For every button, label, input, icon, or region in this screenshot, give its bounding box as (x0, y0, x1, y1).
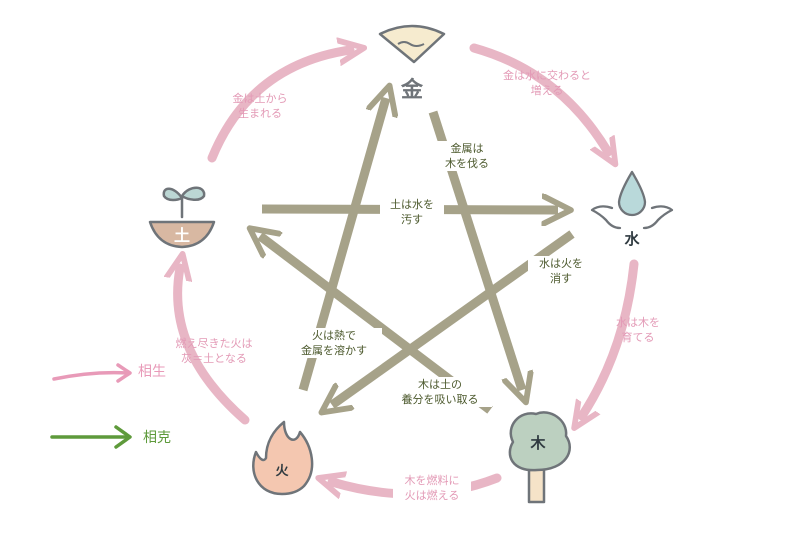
arrow-fire-to-earth (178, 268, 250, 425)
element-label-wood: 木 (530, 434, 546, 452)
label-metal-to-wood: 金属は 木を伐る (434, 141, 500, 171)
legend-arrow-overcoming (50, 425, 132, 449)
legend-label-overcoming: 相克 (143, 430, 171, 446)
label-metal-to-water: 金は水に交わると 増える (503, 69, 591, 97)
element-label-fire: 火 (275, 464, 289, 479)
element-label-water: 水 (624, 230, 640, 248)
arrow-earth-to-metal (207, 50, 350, 163)
label-fire-to-earth: 燃え尽きた火は 灰＝土となる (175, 337, 253, 365)
label-wood-to-earth: 木は土の 養分を吸い取る (388, 377, 492, 407)
metal-icon (378, 24, 446, 64)
label-fire-to-metal: 火は熱で 金属を溶かす (286, 328, 382, 358)
label-water-to-wood: 水は木を 育てる (616, 316, 660, 344)
label-earth-to-metal: 金は土から 生まれる (232, 92, 288, 120)
label-earth-to-water: 土は水を 汚す (380, 197, 444, 227)
label-water-to-fire: 水は火を 消す (528, 256, 594, 286)
element-label-metal: 金 (400, 78, 423, 103)
water-icon (590, 170, 674, 230)
label-wood-to-fire: 木を燃料に 火は燃える (393, 473, 471, 503)
earth-icon (148, 186, 216, 249)
legend-arrow-generating (52, 363, 132, 383)
legend-label-generating: 相生 (138, 364, 166, 380)
arrow-water-to-wood (582, 259, 639, 416)
arrow-metal-to-water (469, 43, 608, 152)
wood-icon (508, 411, 571, 504)
overcoming-cycle (260, 98, 575, 410)
element-label-earth: 土 (173, 226, 190, 245)
fire-icon (252, 420, 314, 496)
